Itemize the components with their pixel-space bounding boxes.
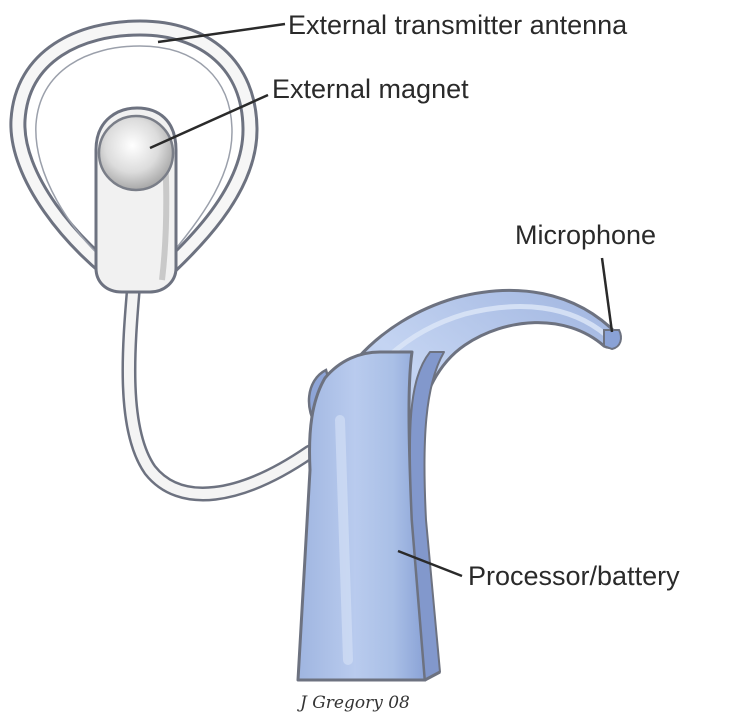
label-external-magnet: External magnet (272, 74, 469, 104)
connecting-cable (129, 282, 310, 494)
label-processor-battery: Processor/battery (468, 561, 680, 591)
microphone-port (604, 330, 621, 349)
external-magnet (99, 116, 173, 190)
artist-signature: J Gregory 08 (297, 693, 410, 713)
processor-battery-body (298, 352, 425, 680)
label-microphone: Microphone (515, 220, 656, 250)
label-external-transmitter-antenna: External transmitter antenna (288, 10, 628, 40)
